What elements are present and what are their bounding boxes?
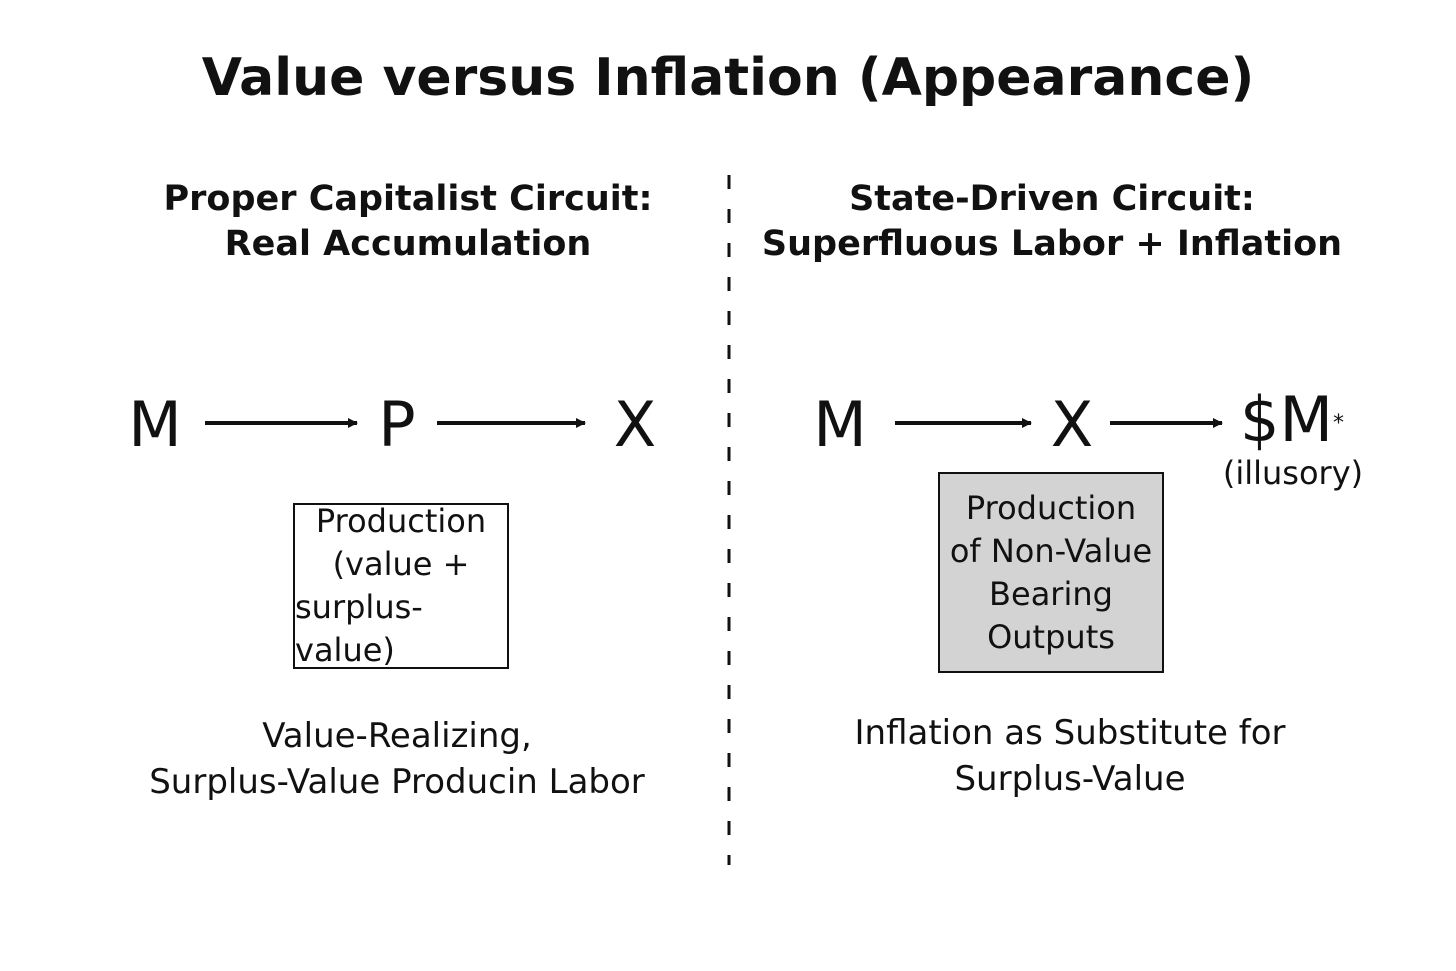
node-m-right: M <box>813 388 867 461</box>
box-line: surplus-value) <box>295 588 423 669</box>
production-box-left: Production (value + surplus-value) <box>293 502 509 669</box>
box-line: Production <box>965 488 1137 527</box>
box-line: Outputs <box>987 617 1115 656</box>
left-heading-line-1: Proper Capitalist Circuit: <box>163 179 653 219</box>
box-line: (value + <box>332 545 470 583</box>
node-x-left: X <box>613 388 657 461</box>
node-dollar-m-label: $M <box>1240 383 1333 456</box>
node-m-left: M <box>128 388 182 461</box>
left-heading: Proper Capitalist Circuit: Real Accumula… <box>164 177 653 267</box>
asterisk: * <box>1332 411 1344 436</box>
right-heading-line-1: State-Driven Circuit: <box>849 179 1255 219</box>
right-caption-line-1: Inflation as Substitute for <box>854 713 1286 753</box>
illusory-note: (illusory) <box>1222 454 1364 492</box>
left-heading-line-2: Real Accumulation <box>224 224 592 264</box>
box-line: Bearing <box>989 574 1113 613</box>
node-dollar-m: $M* <box>1240 389 1344 451</box>
node-x-right: X <box>1050 388 1094 461</box>
right-caption: Inflation as Substitute for Surplus-Valu… <box>854 710 1285 802</box>
box-line: Production <box>315 502 487 540</box>
right-heading: State-Driven Circuit: Superfluous Labor … <box>762 177 1342 267</box>
left-caption-line-1: Value-Realizing, <box>262 716 532 756</box>
page-title: Value versus Inflation (Appearance) <box>201 48 1255 108</box>
right-caption-line-2: Surplus-Value <box>954 759 1186 799</box>
right-heading-line-2: Superfluous Labor + Inflation <box>761 224 1343 264</box>
left-caption: Value-Realizing, Surplus-Value Producin … <box>149 713 645 805</box>
production-box-right: Production of Non-Value Bearing Outputs <box>938 472 1164 673</box>
node-p-left: P <box>378 388 416 461</box>
left-caption-line-2: Surplus-Value Producin Labor <box>149 762 645 802</box>
box-line: of Non-Value <box>949 531 1153 570</box>
